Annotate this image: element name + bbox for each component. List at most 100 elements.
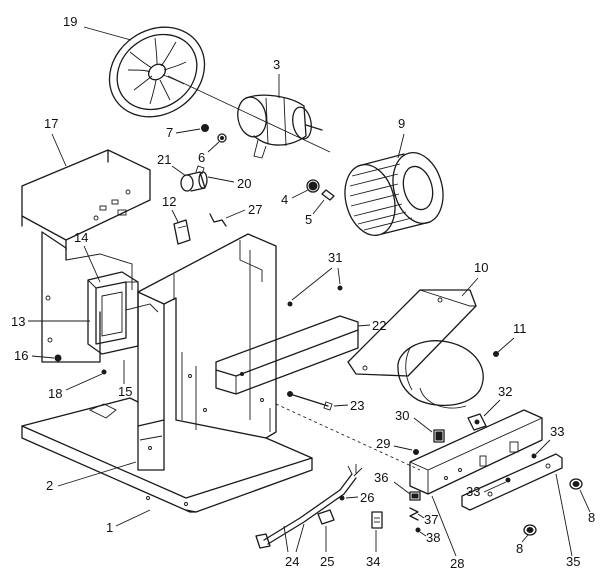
svg-text:9: 9 [398, 116, 405, 131]
svg-text:28: 28 [450, 556, 464, 571]
callout-10: 10 [461, 260, 488, 297]
svg-text:34: 34 [366, 554, 380, 569]
svg-text:22: 22 [372, 318, 386, 333]
part-24-power-cord [255, 464, 363, 549]
callout-37: 37 [417, 512, 438, 527]
callout-33-top: 33 [535, 424, 564, 455]
callout-34: 34 [366, 530, 380, 569]
callout-14: 14 [74, 230, 101, 283]
part-6-washer [217, 133, 227, 143]
part-30-knob [433, 429, 445, 443]
callout-8-right: 8 [579, 489, 595, 525]
svg-text:23: 23 [350, 398, 364, 413]
svg-text:33: 33 [550, 424, 564, 439]
callout-23: 23 [333, 398, 364, 413]
part-1-base-pan [21, 397, 313, 513]
svg-text:3: 3 [273, 57, 280, 72]
svg-text:7: 7 [166, 125, 173, 140]
part-22-rail [215, 315, 359, 395]
svg-text:5: 5 [305, 212, 312, 227]
svg-text:21: 21 [157, 152, 171, 167]
svg-text:16: 16 [14, 348, 28, 363]
callout-2: 2 [46, 461, 137, 493]
callout-6: 6 [198, 141, 220, 165]
assembly-guide-line [275, 403, 421, 471]
part-35-trim-strip [461, 453, 563, 511]
svg-text:14: 14 [74, 230, 88, 245]
part-33-screw-a [531, 453, 537, 459]
part-32-switch [467, 413, 487, 431]
part-10-shroud [347, 289, 484, 409]
callout-11: 11 [497, 321, 527, 353]
part-29-screw [413, 449, 419, 455]
part-11-screw [493, 351, 499, 357]
part-4-nut [306, 179, 320, 193]
part-19-fan-disc [108, 26, 206, 118]
callout-9: 9 [397, 116, 405, 159]
svg-text:38: 38 [426, 530, 440, 545]
callout-28: 28 [431, 495, 464, 571]
svg-text:8: 8 [588, 510, 595, 525]
callout-18: 18 [48, 373, 103, 401]
svg-text:35: 35 [566, 554, 580, 569]
svg-text:25: 25 [320, 554, 334, 569]
callout-29: 29 [376, 436, 413, 451]
part-20-capacitor [180, 165, 208, 192]
part-25-strain-relief [317, 509, 335, 525]
svg-text:18: 18 [48, 386, 62, 401]
svg-text:20: 20 [237, 176, 251, 191]
part-12-bracket [173, 219, 191, 245]
svg-text:13: 13 [11, 314, 25, 329]
svg-text:8: 8 [516, 541, 523, 556]
part-28-front-panel [409, 409, 543, 495]
part-8-knob-lower [523, 524, 537, 536]
callout-5: 5 [305, 199, 325, 227]
part-26-screw [339, 495, 345, 501]
svg-text:36: 36 [374, 470, 388, 485]
svg-text:29: 29 [376, 436, 390, 451]
svg-text:6: 6 [198, 150, 205, 165]
callout-19: 19 [63, 14, 132, 41]
svg-text:32: 32 [498, 384, 512, 399]
svg-text:17: 17 [44, 116, 58, 131]
part-36-connector [409, 491, 421, 501]
svg-text:12: 12 [162, 194, 176, 209]
callout-17: 17 [44, 116, 67, 167]
callout-27: 27 [225, 202, 262, 219]
part-31-screws [287, 285, 343, 307]
svg-text:27: 27 [248, 202, 262, 217]
part-8-knob-right [569, 478, 583, 490]
svg-text:11: 11 [513, 321, 527, 336]
part-5-clip [321, 189, 335, 201]
svg-text:10: 10 [474, 260, 488, 275]
part-14-duct [87, 271, 159, 355]
callout-24: 24 [283, 523, 305, 569]
callout-35: 35 [555, 473, 580, 569]
callout-22: 22 [357, 318, 386, 333]
callout-38: 38 [419, 530, 440, 545]
part-23-bolt [287, 391, 333, 411]
svg-text:24: 24 [285, 554, 299, 569]
part-18-clip [101, 369, 107, 375]
motor-shaft [167, 75, 331, 153]
callout-15: 15 [118, 360, 132, 399]
part-38-screw [415, 527, 421, 533]
callout-16: 16 [14, 348, 55, 363]
part-3-motor [237, 94, 323, 159]
part-control-box-side [41, 231, 133, 363]
callout-1: 1 [106, 509, 151, 535]
callout-25: 25 [320, 526, 334, 569]
callout-26: 26 [345, 490, 374, 505]
svg-text:2: 2 [46, 478, 53, 493]
part-17-control-cover [21, 149, 151, 251]
callout-33-mid: 33 [466, 481, 507, 499]
callout-20: 20 [207, 176, 251, 191]
part-16-screw [54, 354, 62, 362]
callout-32: 32 [483, 384, 512, 417]
callout-36: 36 [374, 470, 411, 495]
svg-text:26: 26 [360, 490, 374, 505]
part-34-terminal [371, 511, 383, 529]
callout-31: 31 [291, 250, 342, 301]
